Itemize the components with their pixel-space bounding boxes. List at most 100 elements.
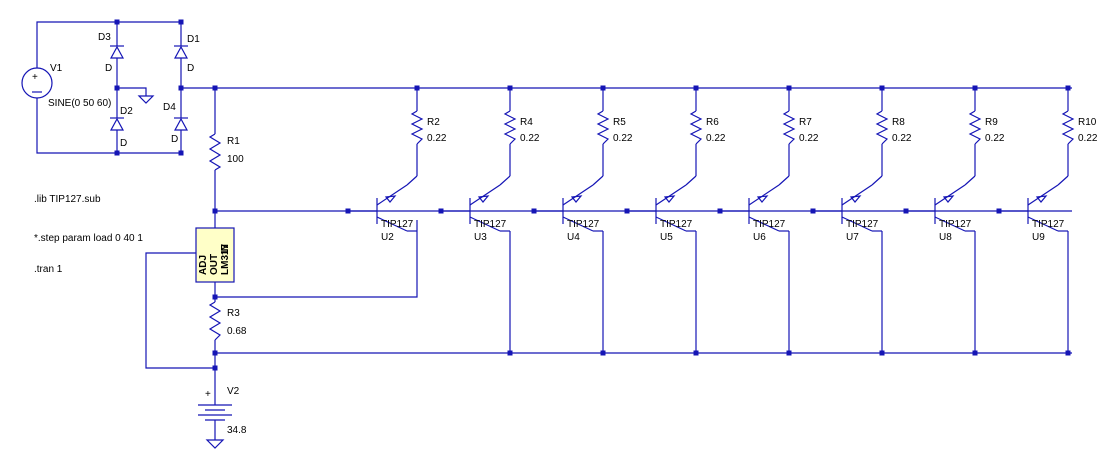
transistor-name-label: U8 xyxy=(939,232,952,243)
emitter-resistor xyxy=(1061,110,1075,145)
emitter-arrow xyxy=(1035,195,1048,203)
r3: R3 0.68 xyxy=(208,301,247,341)
transistor-name-label: U4 xyxy=(567,232,580,243)
emitter-arrow xyxy=(477,195,490,203)
emitter-resistor xyxy=(968,110,982,145)
junction-dot xyxy=(996,208,1002,214)
transistor-model-label: TIP127 xyxy=(846,219,879,230)
transistor-stages: R20.22TIP127U2R40.22TIP127U3R50.22TIP127… xyxy=(350,88,1098,353)
diode-d2: D2 D xyxy=(109,106,133,149)
junction-dot xyxy=(717,208,723,214)
junction-dot xyxy=(178,150,184,156)
emitter-resistor xyxy=(689,110,703,145)
transistor-name-label: U2 xyxy=(381,232,394,243)
diode-d3: D3 D xyxy=(98,32,125,74)
transistor-name-label: U6 xyxy=(753,232,766,243)
junction-dot xyxy=(212,208,218,214)
junction-dot xyxy=(879,85,885,91)
resistor-name-label: R5 xyxy=(613,117,626,128)
directive-lib: .lib TIP127.sub xyxy=(34,194,101,205)
emitter-resistor xyxy=(503,110,517,145)
junction-dot xyxy=(903,208,909,214)
r1-value-label: 100 xyxy=(227,154,244,165)
directive-step: *.step param load 0 40 1 xyxy=(34,233,143,244)
lm317-name-label: LM317 xyxy=(220,243,231,275)
v2-source: + V2 34.8 xyxy=(198,386,247,449)
lm317-pin-in-label: IN xyxy=(220,244,231,254)
r3-name-label: R3 xyxy=(227,308,240,319)
junction-dot xyxy=(1065,85,1071,91)
junction-dot xyxy=(212,294,218,300)
junction-dot xyxy=(114,150,120,156)
resistor-value-label: 0.22 xyxy=(985,133,1005,144)
junction-dot xyxy=(212,85,218,91)
resistor-value-label: 0.22 xyxy=(706,133,726,144)
resistor-value-label: 0.22 xyxy=(799,133,819,144)
emitter-resistor xyxy=(410,110,424,145)
junction-dot xyxy=(1065,350,1071,356)
lm317-regulator: ADJ OUT LM317 IN xyxy=(195,227,235,283)
emitter-arrow xyxy=(570,195,583,203)
transistor-model-label: TIP127 xyxy=(660,219,693,230)
resistor-name-label: R10 xyxy=(1078,117,1097,128)
v2-plus-sign: + xyxy=(205,389,211,400)
diode-model-label: D xyxy=(171,134,178,145)
junction-dot xyxy=(212,365,218,371)
r1: R1 100 xyxy=(208,133,244,171)
resistor-name-label: R9 xyxy=(985,117,998,128)
junction-dot xyxy=(693,85,699,91)
junction-dot xyxy=(786,350,792,356)
junction-dot xyxy=(178,85,184,91)
diode-name-label: D2 xyxy=(120,106,133,117)
transistor-name-label: U3 xyxy=(474,232,487,243)
junction-dot xyxy=(114,19,120,25)
junction-dot xyxy=(786,85,792,91)
diode-name-label: D3 xyxy=(98,32,111,43)
transistor-name-label: U5 xyxy=(660,232,673,243)
junction-dot xyxy=(114,85,120,91)
diode-model-label: D xyxy=(120,138,127,149)
emitter-arrow xyxy=(663,195,676,203)
transistor-name-label: U9 xyxy=(1032,232,1045,243)
emitter-arrow xyxy=(756,195,769,203)
lm317-pin-adj-label: ADJ xyxy=(198,255,209,275)
emitter-resistor xyxy=(782,110,796,145)
transistor-model-label: TIP127 xyxy=(474,219,507,230)
transistor-model-label: TIP127 xyxy=(567,219,600,230)
junction-dot xyxy=(345,208,351,214)
v2-name-label: V2 xyxy=(227,386,240,397)
resistor-name-label: R8 xyxy=(892,117,905,128)
transistor-model-label: TIP127 xyxy=(939,219,972,230)
resistor-value-label: 0.22 xyxy=(427,133,447,144)
junction-dot xyxy=(693,350,699,356)
junction-dot xyxy=(507,350,513,356)
transistor-model-label: TIP127 xyxy=(1032,219,1065,230)
emitter-arrow xyxy=(384,195,397,203)
spice-directives: .lib TIP127.sub *.step param load 0 40 1… xyxy=(34,194,143,275)
resistor-name-label: R2 xyxy=(427,117,440,128)
junction-dot xyxy=(178,19,184,25)
junction-dot xyxy=(810,208,816,214)
emitter-resistor xyxy=(875,110,889,145)
directive-tran: .tran 1 xyxy=(34,264,63,275)
resistor-value-label: 0.22 xyxy=(1078,133,1098,144)
junction-dot xyxy=(972,350,978,356)
junction-dot xyxy=(531,208,537,214)
emitter-resistor xyxy=(596,110,610,145)
diode-d1: D1 D xyxy=(173,34,200,74)
resistor-name-label: R7 xyxy=(799,117,812,128)
junction-dot xyxy=(624,208,630,214)
diode-d4: D4 D xyxy=(163,102,189,145)
resistor-value-label: 0.22 xyxy=(520,133,540,144)
resistor-value-label: 0.22 xyxy=(613,133,633,144)
junction-dot xyxy=(600,350,606,356)
